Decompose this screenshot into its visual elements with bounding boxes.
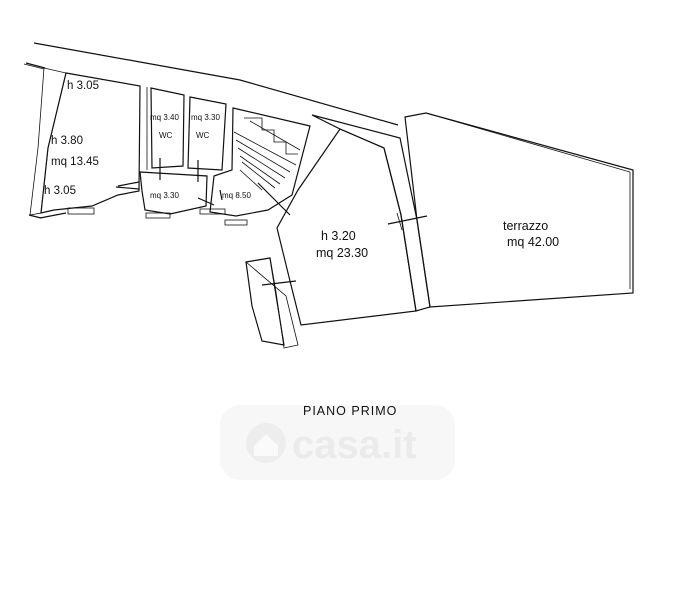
label-wc2-name: WC bbox=[196, 131, 210, 140]
label-wc1-name: WC bbox=[159, 131, 173, 140]
label-left-h-mid: h 3.80 bbox=[51, 135, 83, 147]
room-wc-1 bbox=[146, 87, 185, 180]
room-left bbox=[28, 67, 141, 219]
label-wc1-area: mq 3.40 bbox=[150, 113, 179, 122]
label-left-h-top: h 3.05 bbox=[67, 80, 99, 92]
watermark-text: casa.it bbox=[292, 423, 417, 467]
label-wc2-area: mq 3.30 bbox=[191, 113, 220, 122]
label-hall-area: mq 3.30 bbox=[150, 191, 179, 200]
label-main-area: mq 23.30 bbox=[316, 246, 368, 260]
room-stair-hall bbox=[209, 107, 311, 226]
label-terrace-name: terrazzo bbox=[503, 219, 548, 233]
label-left-h-bottom: h 3.05 bbox=[44, 185, 76, 197]
room-main bbox=[245, 114, 431, 349]
floor-title: PIANO PRIMO bbox=[303, 404, 397, 418]
label-stair-area: mq 8.50 bbox=[222, 191, 251, 200]
house-icon bbox=[246, 423, 286, 463]
terrace bbox=[404, 112, 634, 308]
label-main-height: h 3.20 bbox=[321, 229, 356, 243]
room-wc-2 bbox=[187, 96, 227, 182]
watermark: casa.it bbox=[220, 405, 455, 480]
label-terrace-area: mq 42.00 bbox=[507, 235, 559, 249]
outer-walls bbox=[23, 42, 399, 126]
label-left-area: mq 13.45 bbox=[51, 156, 99, 168]
